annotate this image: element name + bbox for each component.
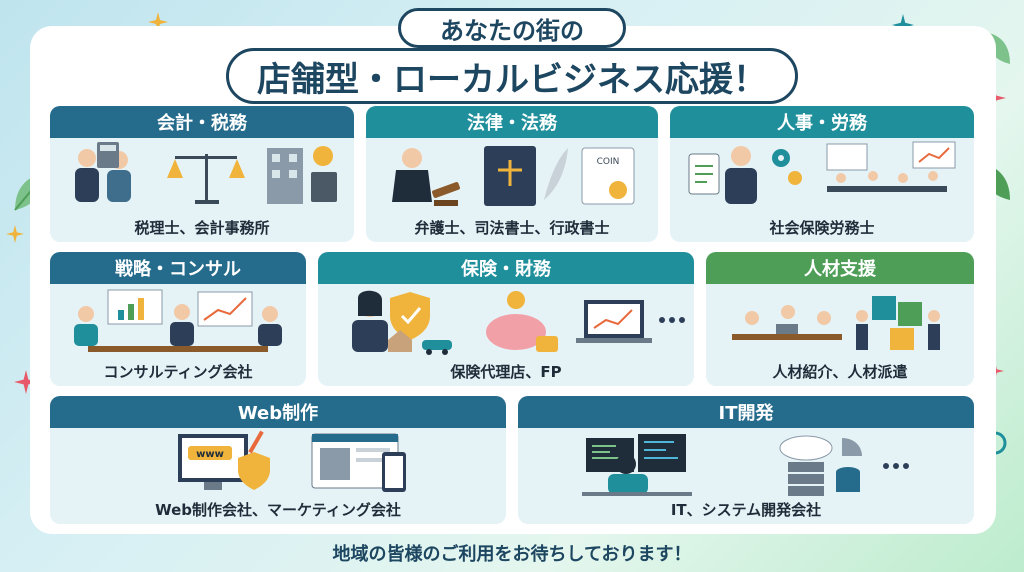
sparkle-icon (892, 14, 914, 36)
shield-icon (390, 292, 430, 340)
person-icon (856, 310, 868, 350)
server-icon (788, 462, 824, 496)
presentation-board-icon (107, 289, 163, 325)
card-accounting-tax: 会計・税務 税理士、会計事務所 (50, 106, 354, 242)
quill-icon (544, 148, 568, 200)
coin-icon (313, 146, 333, 166)
legal-illustration: COIN (366, 140, 658, 216)
footer-message: 地域の皆様のご利用をお待ちしております！ (332, 544, 692, 565)
person-icon (75, 149, 99, 202)
law-book-icon (484, 146, 536, 206)
smartphone-icon (382, 452, 406, 492)
clipboard-icon (688, 153, 720, 195)
subtitle-pill: あなたの街の (398, 8, 626, 48)
card-it-development: IT開発 IT、システム開発会社 (518, 396, 974, 524)
certificate-label: COIN (597, 157, 620, 167)
card-hr-labor: 人事・労務 社会保険労務士 (670, 106, 974, 242)
sparkle-icon (6, 225, 24, 243)
person-icon (258, 306, 282, 346)
card-title: Web制作 (237, 403, 319, 424)
card-staffing: 人材支援 人材紹介、人材派遣 (706, 252, 974, 386)
gear-icon (772, 149, 802, 185)
card-header: 会計・税務 (50, 106, 354, 138)
browser-window-icon (311, 433, 399, 489)
person-icon (725, 146, 757, 204)
shield-icon (238, 452, 270, 490)
code-monitor-icon (586, 434, 686, 472)
card-header: 保険・財務 (318, 252, 694, 284)
page-subtitle: あなたの街の (440, 16, 584, 45)
card-legal: 法律・法務 COIN 弁護士、司法書士、行政書士 (366, 106, 658, 242)
calculator-icon (311, 172, 337, 202)
puzzle-icon (872, 296, 922, 350)
car-icon (422, 340, 452, 355)
card-caption: 人材紹介、人材派遣 (772, 363, 908, 381)
calculator-icon (97, 142, 119, 168)
table-icon (88, 346, 268, 352)
more-dots-icon (883, 463, 909, 469)
card-caption: IT、システム開発会社 (670, 501, 822, 519)
card-header: 法律・法務 (366, 106, 658, 138)
card-header: 人事・労務 (670, 106, 974, 138)
house-icon (388, 330, 412, 352)
monitor-icon (178, 434, 248, 490)
card-strategy-consulting: 戦略・コンサル コンサルティング会社 (50, 252, 306, 386)
piggy-bank-icon (486, 291, 546, 350)
card-caption: コンサルティング会社 (103, 363, 253, 381)
card-caption: 保険代理店、FP (450, 363, 562, 381)
chart-board-icon (826, 141, 956, 171)
sparkle-icon (148, 12, 168, 32)
page-title: 店舗型・ローカルビジネス応援！ (257, 59, 767, 100)
lawyer-icon (392, 148, 432, 202)
title-pill: 店舗型・ローカルビジネス応援！ (226, 48, 798, 104)
card-web-production: Web制作 www Web制作会社、マーケティング会社 (50, 396, 506, 524)
hr-illustration (670, 140, 974, 216)
laptop-chart-icon (576, 300, 652, 343)
card-caption: 税理士、会計事務所 (134, 219, 270, 237)
accounting-illustration (50, 140, 354, 216)
certificate-icon (581, 147, 635, 205)
building-icon (267, 148, 303, 204)
card-title: 戦略・コンサル (115, 259, 241, 280)
insurance-illustration (318, 286, 694, 360)
satellite-dish-icon (842, 438, 862, 456)
interview-icon (732, 305, 842, 340)
card-header: 戦略・コンサル (50, 252, 306, 284)
consulting-illustration (50, 286, 306, 360)
presentation-board-icon (197, 291, 253, 327)
card-caption: 弁護士、司法書士、行政書士 (414, 219, 610, 237)
brush-icon (248, 430, 264, 454)
meeting-table-icon (827, 171, 947, 192)
card-header: IT開発 (518, 396, 974, 428)
card-title: 法律・法務 (467, 113, 557, 134)
card-title: IT開発 (718, 403, 774, 424)
card-title: 人事・労務 (777, 113, 867, 134)
desk-icon (582, 492, 692, 496)
staffing-illustration (706, 286, 974, 360)
cloud-icon (779, 435, 833, 461)
www-label: www (196, 449, 224, 460)
web-illustration: www (50, 430, 506, 498)
card-caption: Web制作会社、マーケティング会社 (155, 501, 401, 519)
card-header: 人材支援 (706, 252, 974, 284)
gavel-icon (432, 182, 460, 206)
sparkle-icon (14, 370, 38, 394)
person-icon (170, 304, 194, 346)
card-title: 保険・財務 (461, 259, 551, 280)
card-header: Web制作 (50, 396, 506, 428)
coin-stack-icon (536, 336, 558, 352)
card-title: 会計・税務 (157, 113, 247, 134)
it-illustration (518, 430, 974, 498)
person-icon (352, 290, 388, 352)
card-title: 人材支援 (804, 259, 876, 280)
database-icon (836, 467, 860, 492)
programmer-icon (608, 454, 648, 494)
card-insurance-finance: 保険・財務 保険代理店、FP (318, 252, 694, 386)
card-caption: 社会保険労務士 (769, 219, 875, 237)
scale-icon (167, 154, 245, 204)
person-icon (928, 310, 940, 350)
person-icon (74, 306, 98, 346)
more-dots-icon (659, 317, 685, 323)
